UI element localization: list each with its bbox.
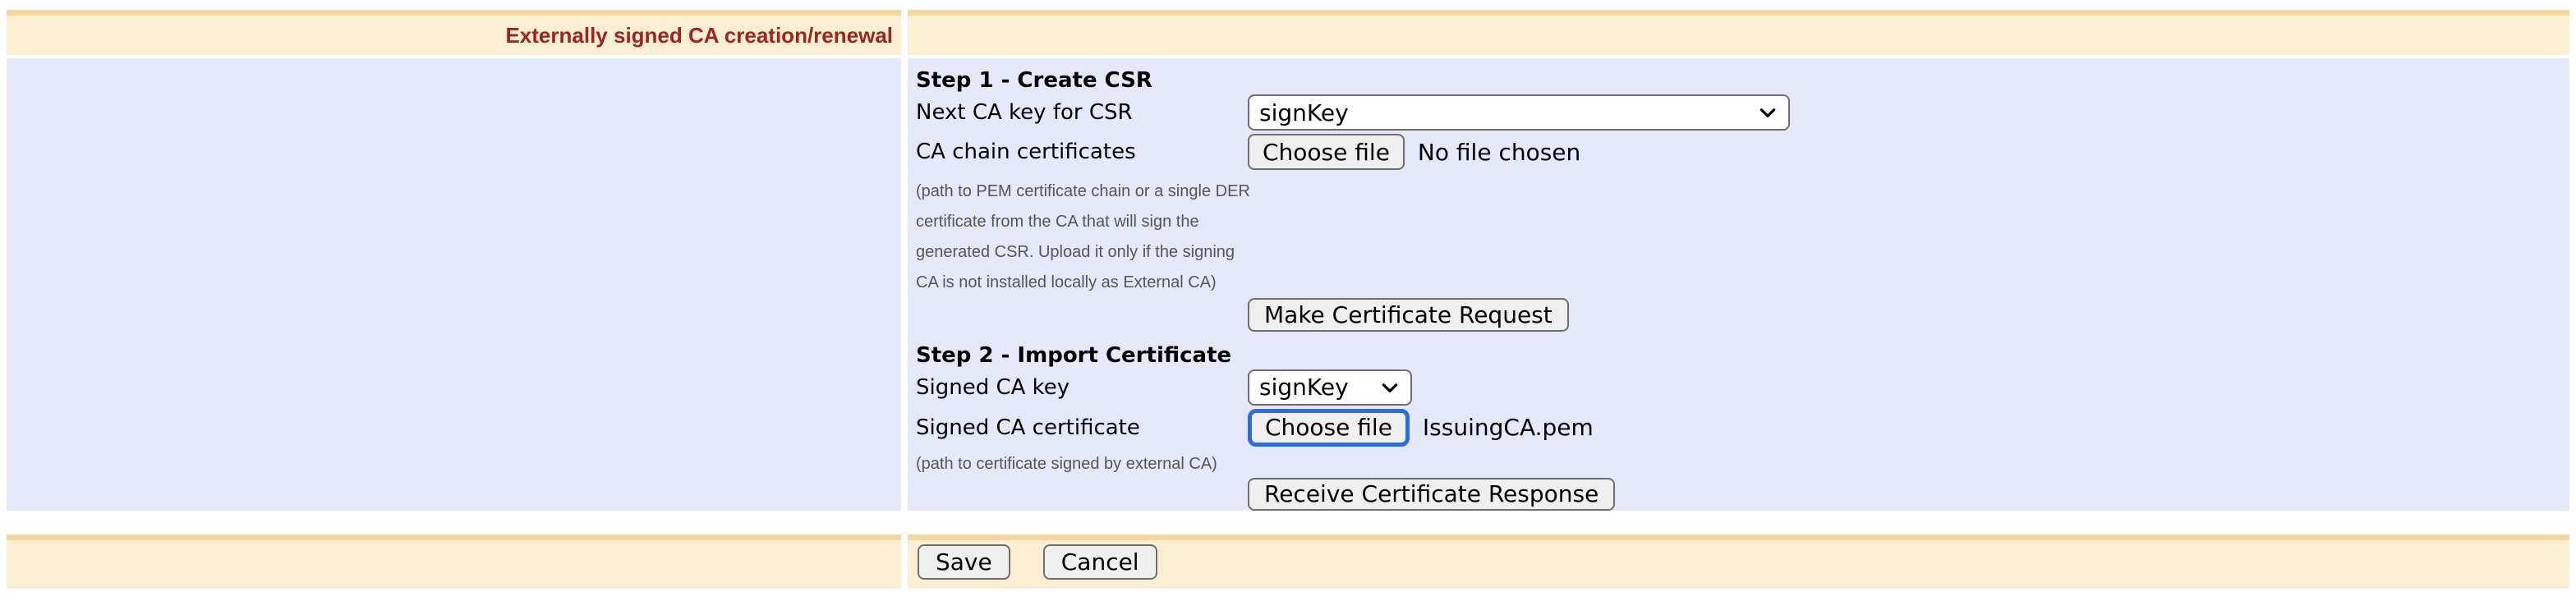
chevron-down-icon — [1379, 377, 1401, 398]
ca-chain-help-text: (path to PEM certificate chain or a sing… — [916, 182, 1250, 291]
signed-ca-cert-help-text: (path to certificate signed by external … — [916, 454, 1217, 473]
next-ca-key-select[interactable]: signKey — [1248, 94, 1790, 131]
signed-ca-cert-row: Signed CA certificate Choose file Issuin… — [916, 408, 1594, 447]
ca-chain-choose-file-button[interactable]: Choose file — [1248, 134, 1405, 170]
next-ca-key-label: Next CA key for CSR — [916, 100, 1133, 125]
make-certificate-request-button[interactable]: Make Certificate Request — [1248, 298, 1569, 332]
ca-chain-label: CA chain certificates — [916, 140, 1136, 164]
signed-ca-key-selected-value: signKey — [1259, 374, 1349, 401]
footer-left-spacer — [7, 534, 901, 589]
signed-ca-cert-file-input: Choose file IssuingCA.pem — [1248, 408, 1594, 447]
signed-ca-key-label: Signed CA key — [916, 374, 1070, 400]
chevron-down-icon — [1757, 102, 1778, 123]
signed-ca-cert-label: Signed CA certificate — [916, 415, 1140, 440]
ca-chain-file-input: Choose file No file chosen — [1248, 134, 1580, 170]
signed-ca-cert-choose-file-button[interactable]: Choose file — [1248, 408, 1410, 447]
page-title: Externally signed CA creation/renewal — [505, 22, 893, 48]
step2-heading: Step 2 - Import Certificate — [916, 342, 1232, 368]
signed-ca-key-select[interactable]: signKey — [1248, 369, 1412, 406]
content-panel: Step 1 - Create CSR Next CA key for CSR … — [908, 58, 2569, 511]
footer-right: Save Cancel — [908, 534, 2569, 589]
section-header-right — [908, 10, 2569, 55]
ca-chain-file-status: No file chosen — [1417, 138, 1581, 166]
signed-ca-key-row: Signed CA key signKey — [916, 369, 1412, 406]
step1-heading: Step 1 - Create CSR — [916, 68, 1152, 93]
cancel-button[interactable]: Cancel — [1042, 544, 1157, 580]
section-header-left: Externally signed CA creation/renewal — [7, 10, 901, 55]
next-ca-key-selected-value: signKey — [1259, 99, 1349, 126]
content-left-spacer — [7, 58, 901, 511]
signed-ca-cert-file-name: IssuingCA.pem — [1422, 414, 1594, 441]
footer-buttons: Save Cancel — [908, 540, 2569, 580]
receive-certificate-response-button[interactable]: Receive Certificate Response — [1248, 477, 1616, 511]
save-button[interactable]: Save — [918, 544, 1010, 580]
action-footer: Save Cancel — [7, 534, 2569, 589]
ca-renewal-table: Externally signed CA creation/renewal St… — [7, 10, 2569, 511]
ca-chain-row: CA chain certificates Choose file No fil… — [916, 134, 1580, 170]
next-ca-key-row: Next CA key for CSR signKey — [916, 94, 1790, 131]
